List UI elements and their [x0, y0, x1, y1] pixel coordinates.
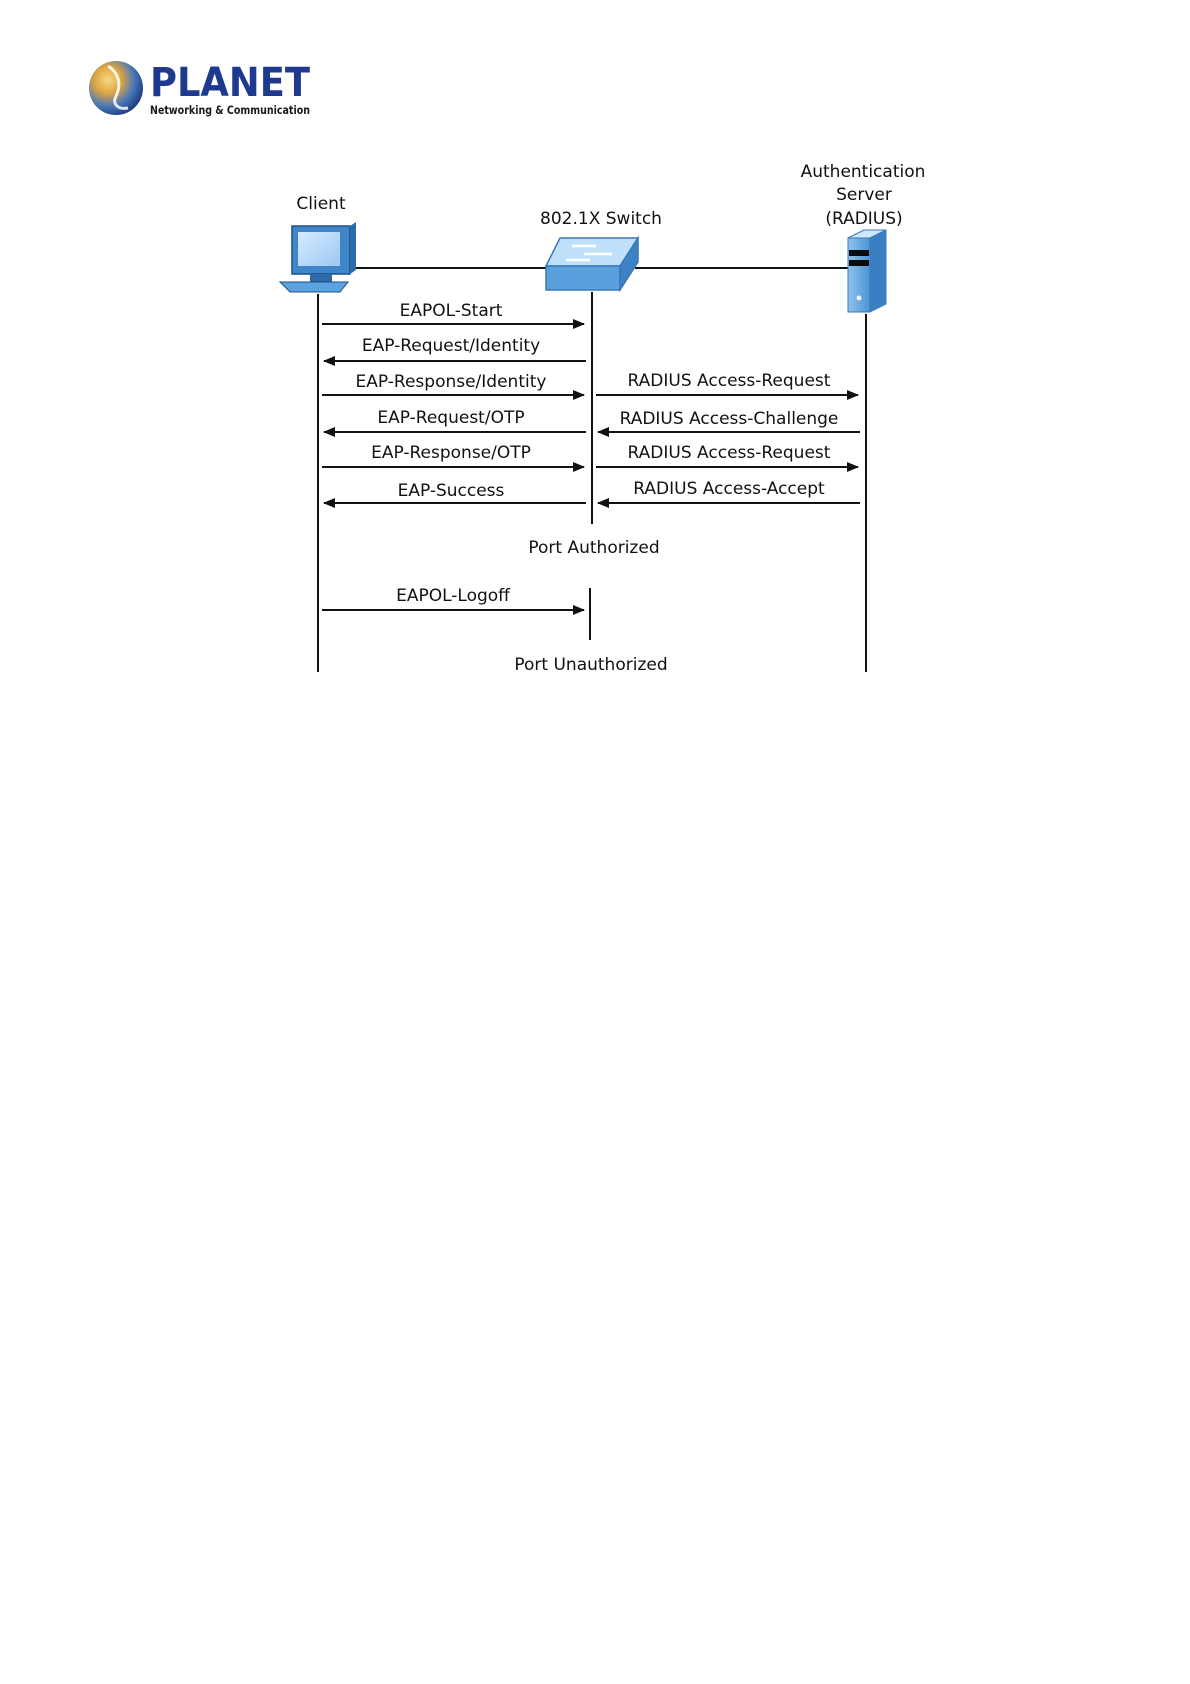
globe-icon — [89, 61, 143, 115]
logo-brand: PLANET — [150, 60, 311, 106]
msg-label-eap-request-identity: EAP-Request/Identity — [362, 336, 540, 356]
state-port-unauthorized: Port Unauthorized — [514, 655, 667, 675]
msg-label-eap-request-otp: EAP-Request/OTP — [377, 408, 524, 428]
msg-label-eap-success: EAP-Success — [398, 481, 505, 501]
msg-label-radius-access-request-2: RADIUS Access-Request — [628, 443, 831, 463]
server-label-line1: Authentication — [801, 162, 926, 182]
msg-label-radius-access-challenge: RADIUS Access-Challenge — [620, 409, 839, 429]
computer-icon — [278, 222, 356, 293]
msg-label-eap-response-otp: EAP-Response/OTP — [371, 443, 531, 463]
msg-label-eapol-logoff: EAPOL-Logoff — [396, 586, 511, 606]
server-icon — [847, 229, 887, 313]
server-label-line3: (RADIUS) — [825, 209, 902, 229]
switch-icon — [544, 235, 640, 293]
client-label: Client — [296, 194, 346, 214]
msg-label-radius-access-request-1: RADIUS Access-Request — [628, 371, 831, 391]
switch-label: 802.1X Switch — [540, 209, 662, 229]
planet-logo: PLANET Networking & Communication — [89, 60, 311, 117]
msg-label-eapol-start: EAPOL-Start — [400, 301, 503, 321]
msg-label-eap-response-identity: EAP-Response/Identity — [356, 372, 547, 392]
msg-label-radius-access-accept: RADIUS Access-Accept — [633, 479, 825, 499]
logo-tagline: Networking & Communication — [150, 103, 310, 117]
server-label-line2: Server — [836, 185, 892, 205]
state-port-authorized: Port Authorized — [528, 538, 659, 558]
eap-sequence-diagram: Client 802.1X Switch Authentication Serv… — [278, 162, 926, 675]
